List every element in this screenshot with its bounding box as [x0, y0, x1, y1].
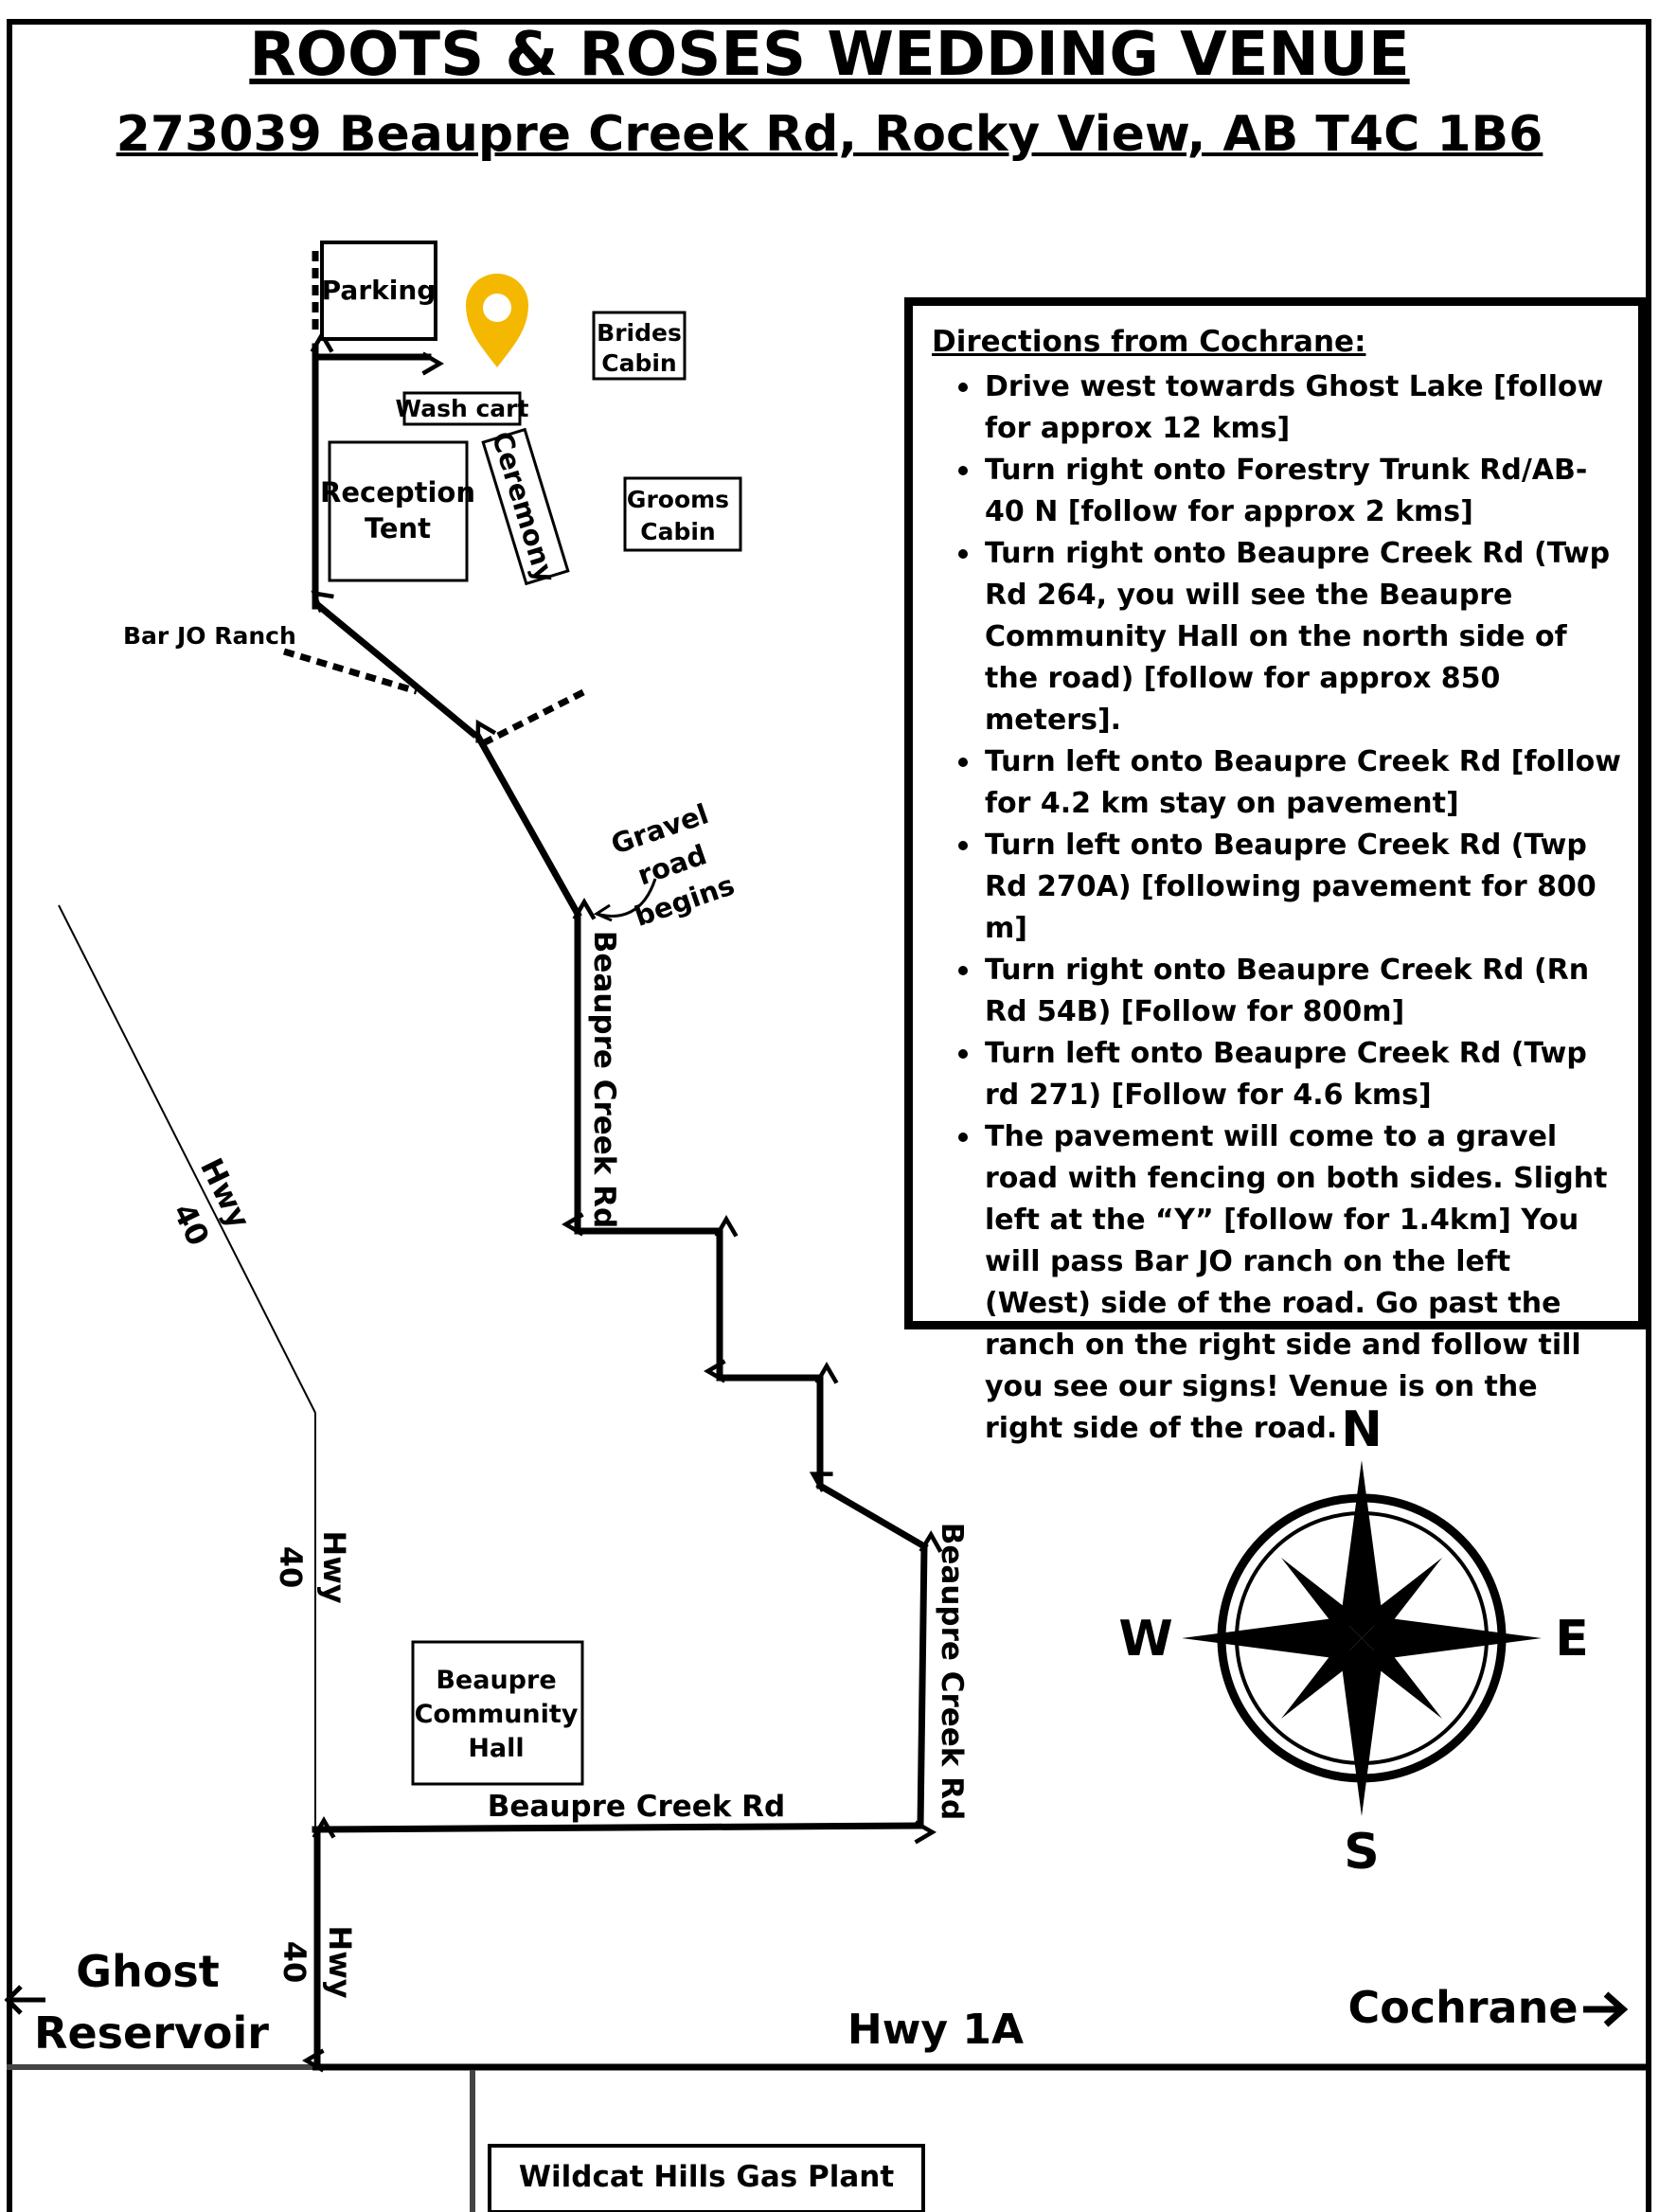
direction-step: Turn left onto Beaupre Creek Rd (Twp Rd …: [958, 825, 1625, 950]
parking-label: Parking: [322, 275, 437, 306]
west-arrow-icon: [4, 1985, 45, 2015]
venue-address: 273039 Beaupre Creek Rd, Rocky View, AB …: [116, 106, 1543, 163]
community-hall: Beaupre Community Hall: [411, 1640, 584, 1786]
gas-plant: Wildcat Hills Gas Plant: [488, 2144, 925, 2212]
compass-north: N: [1341, 1401, 1382, 1458]
ceremony-area: Ceremony: [481, 427, 570, 586]
direction-step: Turn right onto Beaupre Creek Rd (Twp Rd…: [958, 533, 1625, 741]
location-pin-icon: [466, 274, 528, 367]
direction-step: Turn left onto Beaupre Creek Rd [follow …: [958, 741, 1625, 825]
parking-area: Parking: [320, 241, 437, 341]
east-arrow-icon: [1583, 1991, 1629, 2027]
svg-text:Cabin: Cabin: [601, 349, 676, 377]
wash-cart: Wash cart: [396, 391, 529, 426]
hwy-40-south-hwy: Hwy: [322, 1925, 358, 1998]
svg-text:Hall: Hall: [468, 1734, 524, 1763]
ghost-reservoir-label: Ghost Reservoir: [34, 1946, 269, 2059]
svg-text:Beaupre: Beaupre: [436, 1666, 556, 1695]
svg-text:Reservoir: Reservoir: [34, 2007, 269, 2059]
compass-south: S: [1344, 1824, 1379, 1881]
direction-step: Drive west towards Ghost Lake [follow fo…: [958, 366, 1625, 450]
grooms-cabin: Grooms Cabin: [623, 476, 742, 552]
svg-text:Brides: Brides: [597, 319, 682, 347]
hwy-40-mid-hwy: Hwy: [316, 1530, 352, 1603]
hwy-1a-road: [7, 2048, 1651, 2212]
gravel-road-label: Gravel road begins: [607, 797, 739, 933]
compass-east: E: [1555, 1611, 1589, 1668]
compass-rose-icon: N S E W: [1118, 1401, 1588, 1881]
directions-heading: Directions from Cochrane:: [932, 325, 1366, 359]
hwy-40-south-number: 40: [276, 1941, 312, 1984]
svg-text:Cabin: Cabin: [640, 518, 715, 545]
page-title: ROOTS & ROSES WEDDING VENUE: [249, 20, 1410, 90]
directions-list: Drive west towards Ghost Lake [follow fo…: [932, 366, 1625, 1450]
brides-cabin: Brides Cabin: [592, 311, 687, 381]
compass-west: W: [1118, 1611, 1172, 1668]
hwy-1a-label: Hwy 1A: [847, 2006, 1024, 2054]
svg-text:Reception: Reception: [320, 476, 475, 508]
svg-text:Ghost: Ghost: [76, 1946, 219, 1997]
reception-tent: Reception Tent: [320, 440, 475, 582]
direction-step: Turn left onto Beaupre Creek Rd (Twp rd …: [958, 1033, 1625, 1116]
beaupre-creek-rd-label-south: Beaupre Creek Rd: [488, 1790, 786, 1824]
dotted-side-roads: [282, 251, 591, 747]
direction-step: Turn right onto Forestry Trunk Rd/AB- 40…: [958, 450, 1625, 533]
map-frame: [7, 19, 1651, 2212]
hwy-40-diagonal-number: 40: [166, 1198, 217, 1252]
route-path: [310, 330, 943, 1845]
beaupre-creek-rd-label-north: Beaupre Creek Rd: [587, 931, 621, 1229]
svg-text:Grooms: Grooms: [627, 486, 729, 513]
svg-text:Tent: Tent: [365, 512, 431, 544]
hwy-40-road: [58, 904, 336, 2070]
directions-panel: Directions from Cochrane: Drive west tow…: [904, 297, 1647, 1445]
direction-step: Turn right onto Beaupre Creek Rd (Rn Rd …: [958, 950, 1625, 1033]
hwy-40-mid-number: 40: [273, 1546, 309, 1589]
svg-text:Wash cart: Wash cart: [396, 395, 529, 422]
svg-text:Community: Community: [415, 1700, 579, 1729]
bar-jo-ranch-label: Bar JO Ranch: [123, 622, 296, 650]
beaupre-creek-rd-label-east: Beaupre Creek Rd: [935, 1523, 969, 1821]
svg-text:Wildcat Hills Gas Plant: Wildcat Hills Gas Plant: [519, 2160, 895, 2194]
cochrane-label: Cochrane: [1347, 1982, 1578, 2033]
direction-step: The pavement will come to a gravel road …: [958, 1116, 1625, 1450]
